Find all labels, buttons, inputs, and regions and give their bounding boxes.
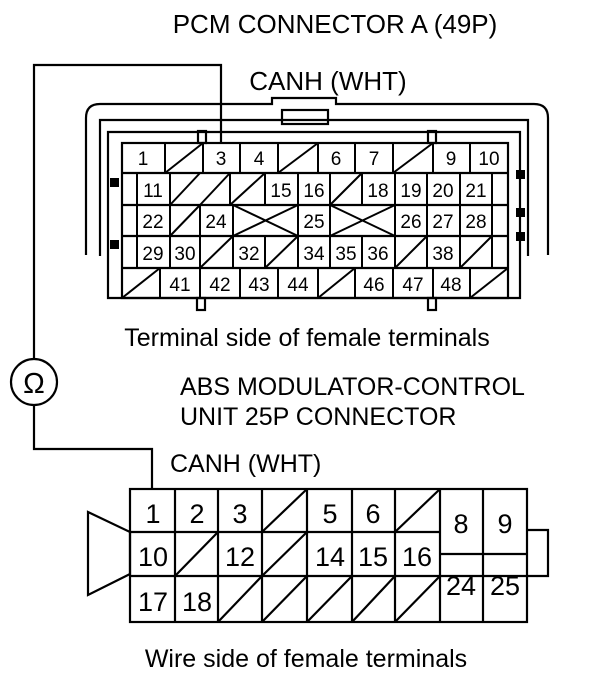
pcm-terminal: 7 — [369, 149, 380, 170]
pcm-terminal: 21 — [465, 181, 486, 202]
pcm-terminal: 27 — [432, 212, 453, 233]
pcm-terminal-labels: 1 3 4 6 7 9 10 11 15 16 18 19 20 21 22 2… — [138, 149, 500, 296]
abs-terminal: 12 — [225, 542, 255, 572]
abs-terminal: 9 — [497, 509, 512, 539]
pcm-terminal: 28 — [465, 212, 486, 233]
abs-terminal: 6 — [365, 499, 380, 529]
pcm-terminal: 48 — [440, 275, 461, 296]
pcm-terminal: 10 — [478, 149, 499, 170]
pcm-side-tabs — [110, 170, 525, 249]
canh-bottom-label: CANH (WHT) — [170, 450, 321, 478]
pcm-terminal: 26 — [400, 212, 421, 233]
pcm-terminal: 41 — [169, 275, 190, 296]
pcm-connector — [84, 96, 550, 312]
pcm-terminal: 25 — [303, 212, 324, 233]
pcm-terminal: 11 — [143, 181, 163, 202]
pcm-terminal: 18 — [367, 181, 388, 202]
pcm-terminal: 4 — [254, 149, 265, 170]
pcm-terminal: 36 — [367, 244, 388, 265]
abs-connector — [86, 487, 550, 624]
pcm-terminal: 44 — [287, 275, 309, 296]
abs-terminal: 1 — [145, 499, 160, 529]
pcm-terminal: 3 — [216, 149, 227, 170]
pcm-terminal: 22 — [142, 212, 163, 233]
pcm-terminal: 42 — [209, 275, 230, 296]
pcm-terminal: 20 — [432, 181, 453, 202]
pcm-terminal: 9 — [446, 149, 457, 170]
pcm-terminal: 15 — [270, 181, 291, 202]
abs-terminal: 24 — [446, 571, 476, 601]
abs-terminal: 15 — [358, 542, 388, 572]
pcm-terminal: 34 — [303, 244, 325, 265]
abs-terminal: 5 — [322, 499, 337, 529]
pcm-terminal: 29 — [142, 244, 163, 265]
pcm-terminal: 24 — [205, 212, 227, 233]
pcm-terminal: 43 — [248, 275, 269, 296]
pcm-terminal: 1 — [138, 149, 149, 170]
abs-terminal: 3 — [232, 499, 247, 529]
abs-terminal: 8 — [453, 509, 468, 539]
pcm-connector-title: PCM CONNECTOR A (49P) — [173, 9, 498, 39]
wire-side-caption: Wire side of female terminals — [145, 645, 467, 673]
pcm-terminal: 47 — [402, 275, 423, 296]
pcm-terminal: 16 — [303, 181, 324, 202]
abs-terminal: 18 — [182, 587, 212, 617]
abs-terminal: 2 — [189, 499, 204, 529]
abs-terminal: 17 — [138, 587, 168, 617]
pcm-terminal: 30 — [174, 244, 195, 265]
canh-top-label: CANH (WHT) — [249, 66, 406, 96]
abs-terminal: 25 — [490, 571, 520, 601]
pcm-terminal: 32 — [238, 244, 259, 265]
ohmmeter-circle — [9, 357, 59, 407]
pcm-terminal: 35 — [335, 244, 356, 265]
ohmmeter-wire — [9, 63, 223, 489]
abs-terminal-labels: 1 2 3 5 6 8 9 10 12 14 15 16 24 25 17 18 — [138, 499, 520, 617]
terminal-side-caption: Terminal side of female terminals — [124, 324, 489, 352]
abs-connector-title-line1: ABS MODULATOR-CONTROL — [180, 373, 525, 401]
pcm-cell-grid — [121, 142, 509, 299]
abs-terminal: 16 — [402, 542, 432, 572]
pcm-terminal: 6 — [331, 149, 342, 170]
ohmmeter-icon: Ω — [23, 368, 45, 400]
abs-terminal: 14 — [315, 542, 345, 572]
pcm-terminal: 38 — [432, 244, 453, 265]
pcm-terminal: 46 — [363, 275, 384, 296]
abs-connector-title-line2: UNIT 25P CONNECTOR — [180, 403, 456, 431]
pcm-terminal: 19 — [400, 181, 421, 202]
abs-terminal: 10 — [138, 542, 168, 572]
